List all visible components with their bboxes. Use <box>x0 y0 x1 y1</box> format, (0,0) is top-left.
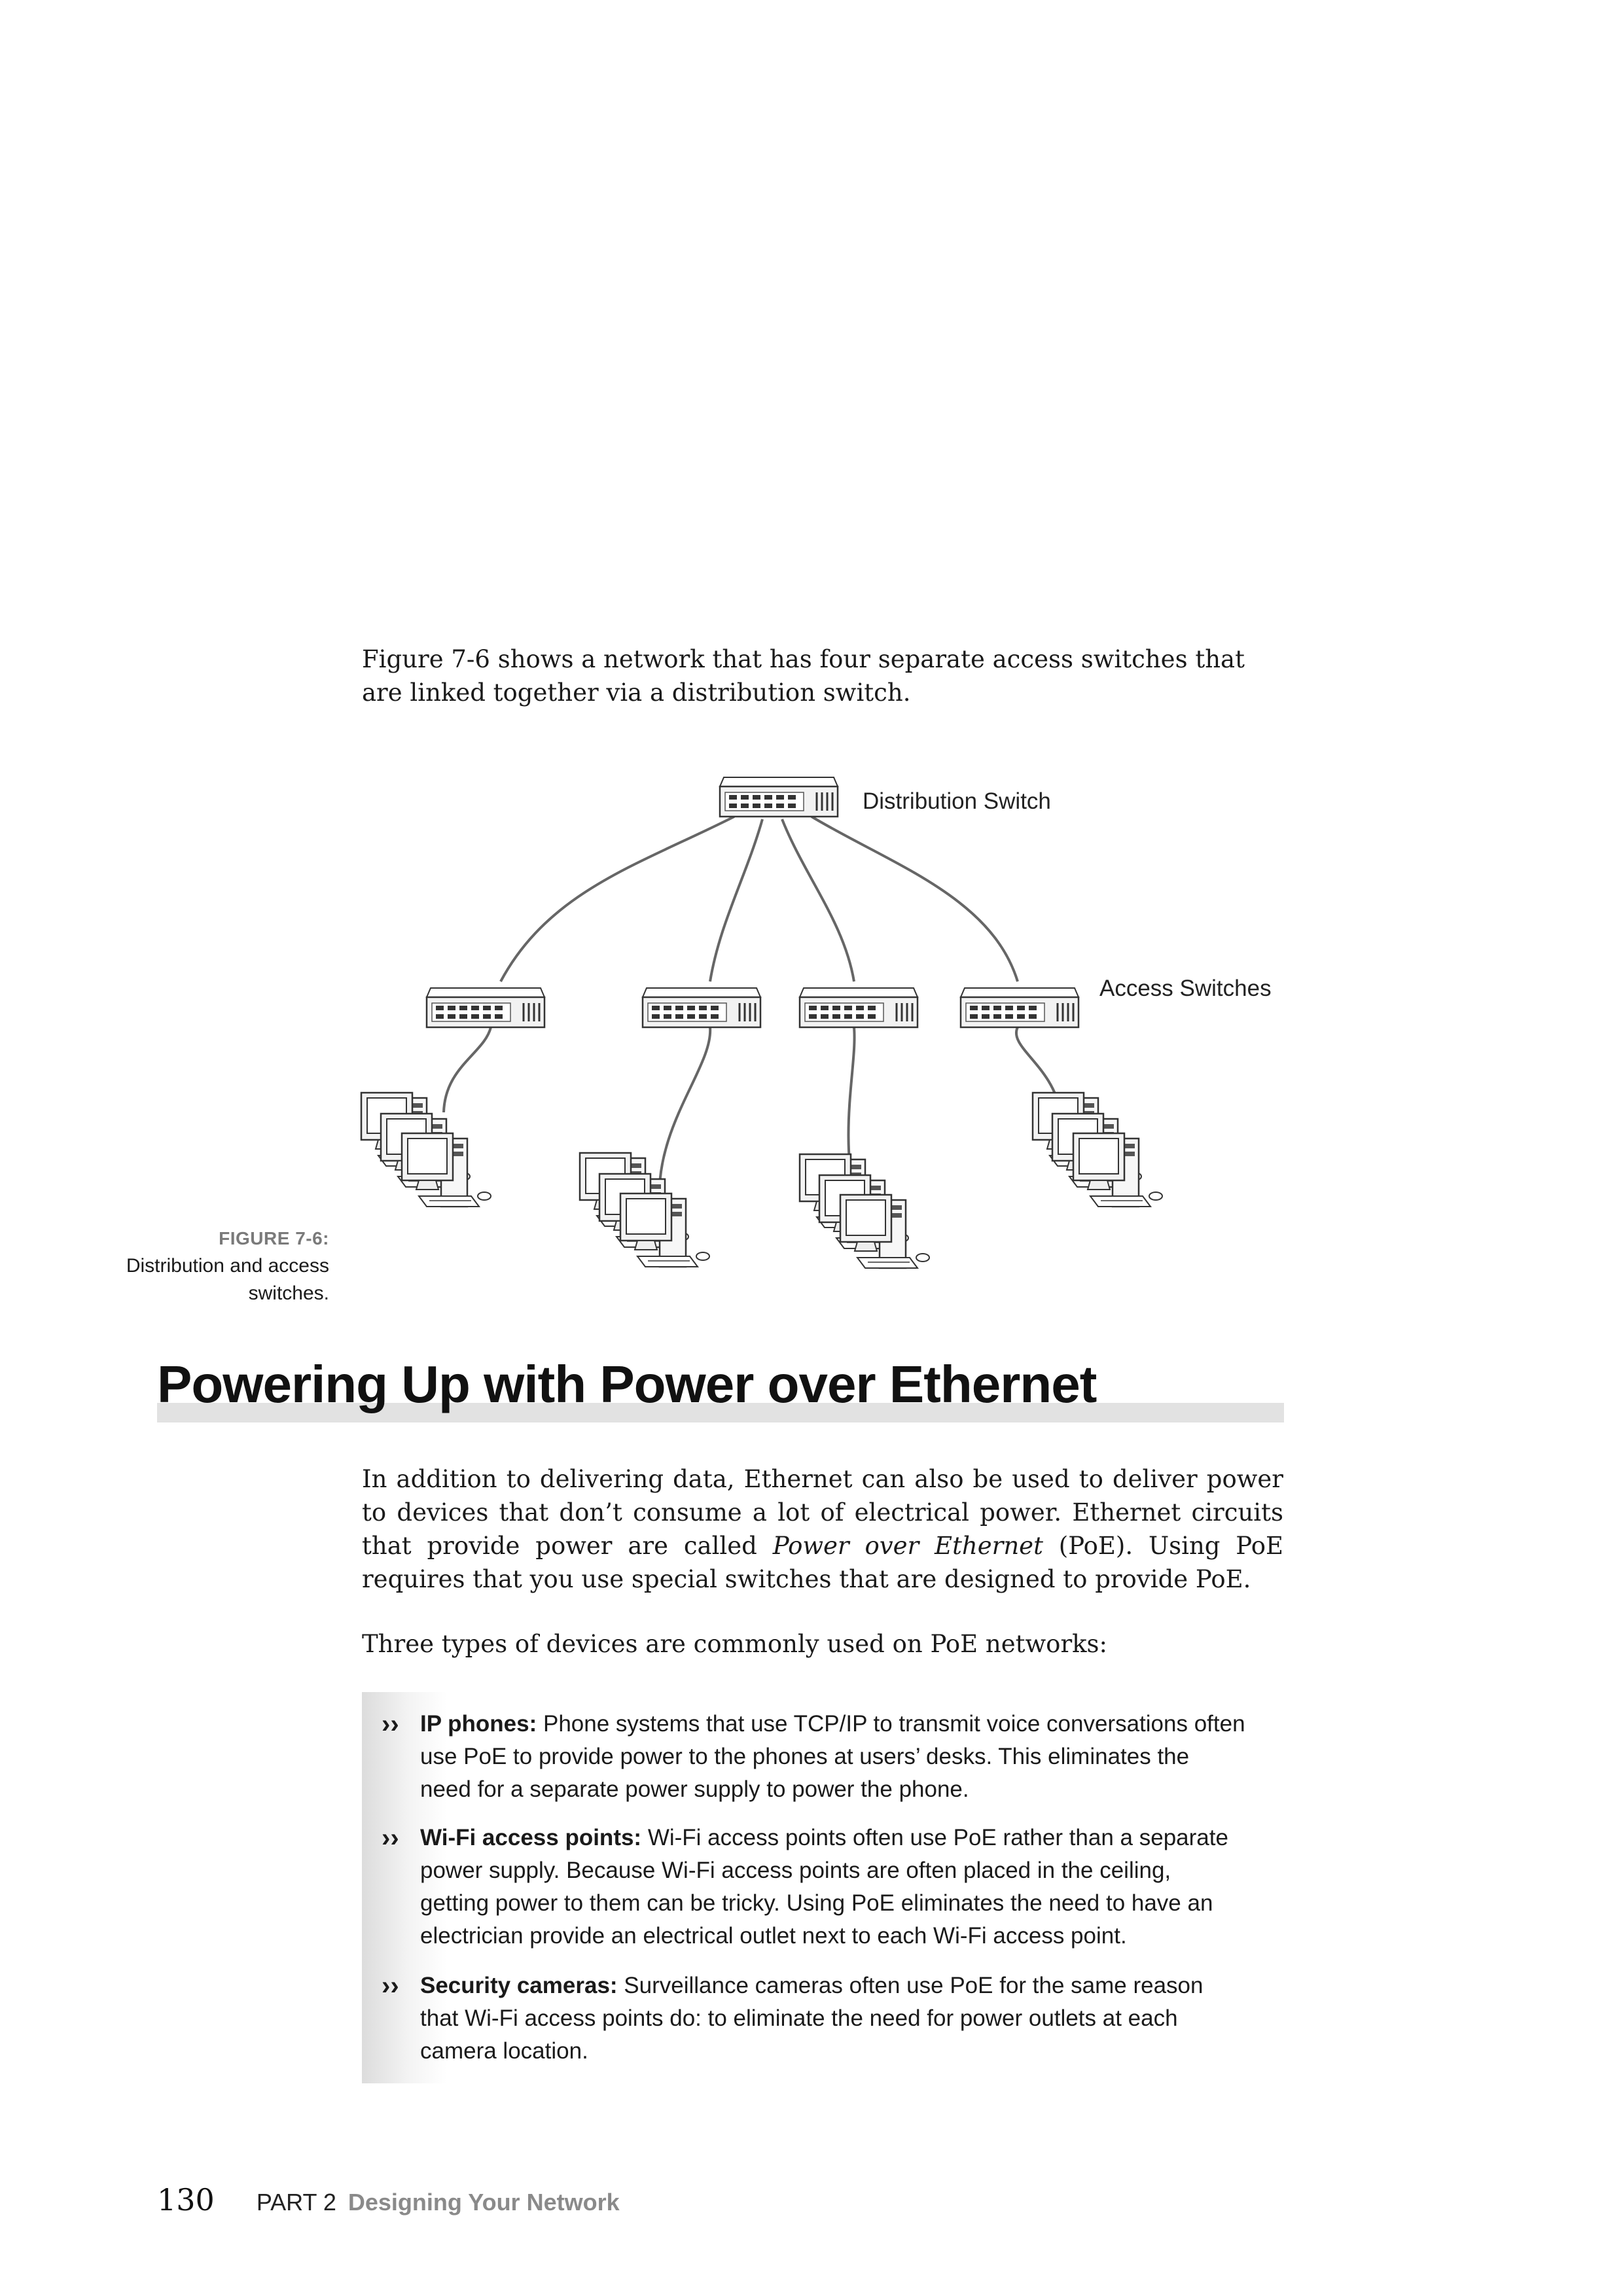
access-switch <box>641 987 762 1029</box>
bullet-chevron-icon: ›› <box>382 1710 399 1739</box>
access-switches-label: Access Switches <box>1099 976 1272 1001</box>
bullet-chevron-icon: ›› <box>382 1824 399 1852</box>
bullet-term: Security cameras: <box>420 1973 618 1998</box>
bullet-text: Wi-Fi access points often use PoE rather… <box>420 1825 1228 1949</box>
poe-term: Power over Ethernet <box>772 1532 1043 1560</box>
access-switch <box>425 987 546 1029</box>
list-item: ›› IP phones: Phone systems that use TCP… <box>382 1708 1245 1806</box>
workstation-cluster <box>580 1153 709 1267</box>
poe-paragraph-after: (PoE). Using PoE requires that you use s… <box>362 1532 1283 1593</box>
section-heading: Powering Up with Power over Ethernet <box>157 1348 1284 1426</box>
figure-caption-label: FIGURE 7-6: <box>219 1228 329 1248</box>
list-item: ›› Wi-Fi access points: Wi-Fi access poi… <box>382 1822 1245 1952</box>
bullet-chevron-icon: ›› <box>382 1971 399 2000</box>
figure-caption-text: Distribution and access switches. <box>126 1255 329 1304</box>
bullet-text: Phone systems that use TCP/IP to transmi… <box>420 1711 1245 1802</box>
workstation-cluster <box>361 1093 491 1207</box>
distribution-switch-label: Distribution Switch <box>863 788 1051 814</box>
bullet-term: Wi-Fi access points: <box>420 1825 642 1850</box>
bullet-text: Surveillance cameras often use PoE for t… <box>420 1973 1204 2064</box>
figure-caption: FIGURE 7-6: Distribution and access swit… <box>118 1225 329 1307</box>
page-number: 130 <box>157 2182 215 2217</box>
bullet-list: ›› IP phones: Phone systems that use TCP… <box>362 1692 1283 2083</box>
distribution-switch <box>719 776 839 818</box>
footer-part: PART 2 <box>256 2189 336 2216</box>
device-types-paragraph: Three types of devices are commonly used… <box>362 1630 1108 1658</box>
cables <box>442 815 1061 1211</box>
poe-paragraph: In addition to delivering data, Ethernet… <box>362 1462 1283 1596</box>
network-diagram: Distribution Switch Access Switches <box>353 776 1272 1302</box>
access-switch <box>798 987 919 1029</box>
poe-paragraph-before: In addition to delivering data, Ethernet… <box>362 1465 1283 1560</box>
access-switch <box>959 987 1080 1029</box>
heading-underline-bar <box>157 1403 1284 1422</box>
page-footer: 130 PART 2 Designing Your Network <box>157 2182 620 2221</box>
section-title: Powering Up with Power over Ethernet <box>157 1355 1097 1413</box>
intro-paragraph: Figure 7-6 shows a network that has four… <box>362 645 1245 707</box>
workstation-cluster <box>1033 1093 1162 1207</box>
bullet-term: IP phones: <box>420 1711 537 1737</box>
workstation-cluster <box>800 1154 929 1268</box>
list-item: ›› Security cameras: Surveillance camera… <box>382 1969 1245 2068</box>
footer-chapter: Designing Your Network <box>348 2189 620 2216</box>
